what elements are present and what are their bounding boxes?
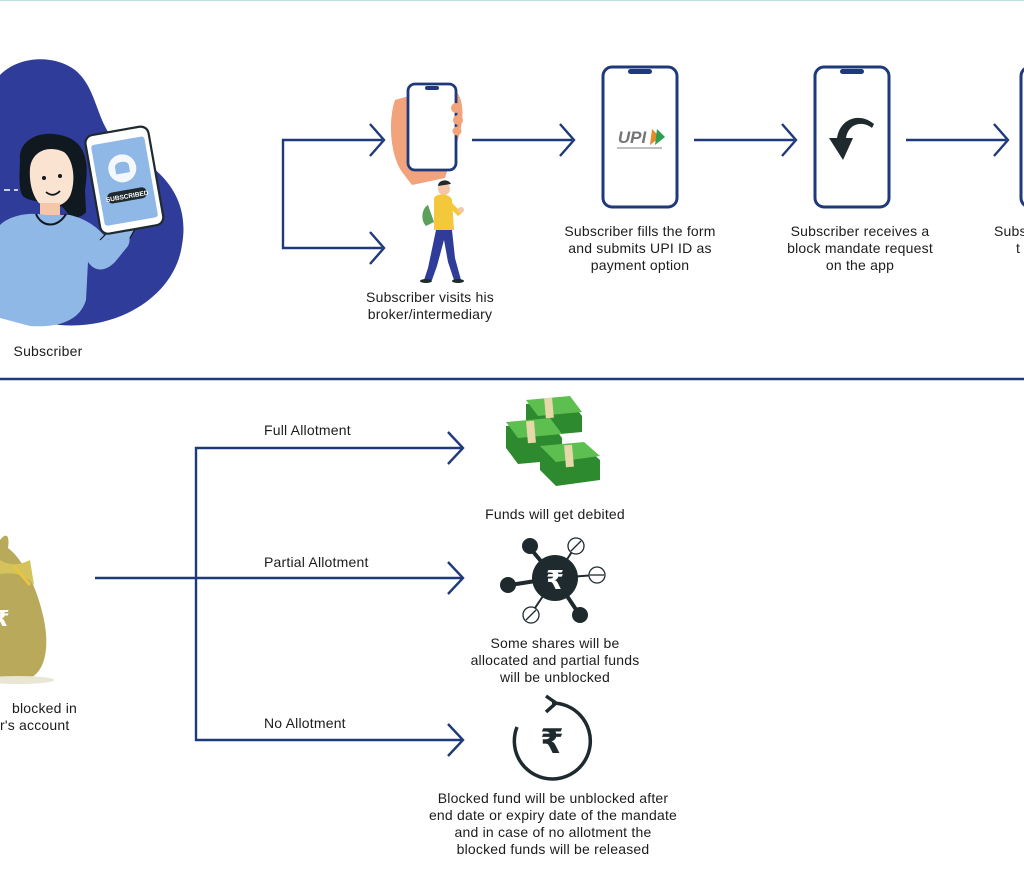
subscriber-face bbox=[29, 148, 74, 207]
arrow-head bbox=[447, 561, 465, 595]
refresh-rupee-symbol: ₹ bbox=[540, 722, 564, 762]
form-label-line: Subscriber fills the form bbox=[564, 223, 716, 239]
arrow-head bbox=[447, 431, 465, 465]
mandate-request-label: Subscriber receives a block mandate requ… bbox=[760, 223, 960, 274]
arrow-head bbox=[369, 123, 386, 157]
form-label-line: and submits UPI ID as bbox=[568, 240, 712, 256]
result-line: Blocked fund will be unblocked after bbox=[437, 790, 669, 806]
visit-label-line: broker/intermediary bbox=[367, 306, 493, 322]
top-branch-lines bbox=[281, 123, 386, 265]
fill-form-label: Subscriber fills the form and submits UP… bbox=[540, 223, 740, 274]
cutoff-label-line: Subs bbox=[994, 223, 1024, 239]
result-line: Some shares will be bbox=[490, 635, 620, 651]
bag-rupee-symbol: ₹ bbox=[0, 607, 10, 632]
blocked-label-line: blocked in bbox=[12, 700, 78, 716]
mandate-label-line: on the app bbox=[825, 257, 895, 273]
subscriber-label: Subscriber bbox=[13, 343, 83, 359]
allotment-branch-lines bbox=[95, 431, 465, 757]
funds-blocked-label: blocked in r's account bbox=[0, 700, 110, 734]
cutoff-step-label: Subs t bbox=[994, 223, 1024, 257]
full-allotment-label: Full Allotment bbox=[264, 422, 351, 438]
result-line: and in case of no allotment the bbox=[454, 824, 652, 840]
subscriber-phone: SUBSCRIBED bbox=[84, 125, 165, 235]
mandate-phone-icon bbox=[813, 65, 891, 209]
result-line: allocated and partial funds bbox=[470, 652, 640, 668]
no-allotment-result: Blocked fund will be unblocked after end… bbox=[390, 790, 716, 858]
upi-phone-icon: UPI bbox=[601, 65, 679, 209]
partial-allotment-result: Some shares will be allocated and partia… bbox=[430, 635, 680, 686]
mandate-label-line: block mandate request bbox=[787, 240, 933, 256]
curved-arrow-icon bbox=[829, 117, 874, 160]
arrow-head bbox=[369, 231, 386, 265]
top-step-arrows bbox=[472, 123, 1010, 157]
visit-broker-label: Subscriber visits his broker/intermediar… bbox=[335, 289, 525, 323]
money-stacks-icon bbox=[506, 396, 600, 486]
result-line: will be unblocked bbox=[499, 669, 611, 685]
blocked-label-line: r's account bbox=[0, 717, 70, 733]
subscriber-illustration: SUBSCRIBED bbox=[0, 59, 184, 327]
result-line: end date or expiry date of the mandate bbox=[428, 807, 678, 823]
arrow-head bbox=[447, 723, 465, 757]
hand-phone-icon bbox=[390, 82, 463, 185]
cutoff-label-line: t bbox=[1016, 240, 1021, 256]
form-label-line: payment option bbox=[590, 257, 690, 273]
no-allotment-label: No Allotment bbox=[264, 715, 346, 731]
rupee-refresh-icon: ₹ bbox=[512, 694, 593, 781]
money-bag-icon: ₹ bbox=[0, 535, 54, 684]
rupee-network-icon: ₹ bbox=[500, 537, 606, 624]
partial-allotment-label: Partial Allotment bbox=[264, 554, 369, 570]
full-allotment-result: Funds will get debited bbox=[430, 506, 680, 523]
result-line: blocked funds will be released bbox=[456, 841, 650, 857]
result-line: Funds will get debited bbox=[485, 506, 625, 522]
upi-logo: UPI bbox=[618, 128, 648, 147]
visit-label-line: Subscriber visits his bbox=[366, 289, 494, 305]
walking-man-icon bbox=[420, 180, 464, 283]
mandate-label-line: Subscriber receives a bbox=[790, 223, 930, 239]
cutoff-phone-icon bbox=[1019, 67, 1024, 207]
subscriber-shirt bbox=[0, 213, 130, 327]
network-rupee-symbol: ₹ bbox=[546, 566, 564, 596]
